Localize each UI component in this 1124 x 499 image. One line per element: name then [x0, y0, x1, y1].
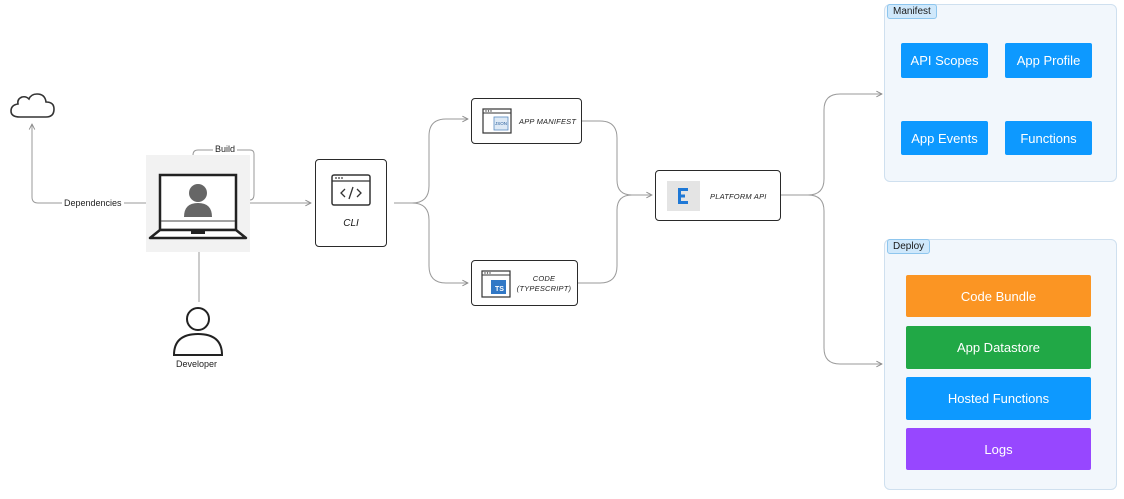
deploy-item-logs: Logs: [906, 428, 1091, 470]
platform-api-node: PLATFORM API: [655, 170, 781, 221]
platform-to-deploy-arrow: [781, 194, 882, 364]
manifest-item-api-scopes: API Scopes: [901, 43, 988, 78]
deploy-item-hosted-functions: Hosted Functions: [906, 377, 1091, 420]
platform-to-manifest-arrow: [781, 94, 882, 196]
manifest-item-functions: Functions: [1005, 121, 1092, 155]
deploy-item-code-bundle: Code Bundle: [906, 275, 1091, 317]
build-label: Build: [213, 144, 238, 154]
developer-label: Developer: [174, 359, 220, 369]
deploy-panel-title: Deploy: [887, 239, 931, 254]
cloud-icon: [10, 93, 55, 118]
deploy-panel: Deploy Code Bundle App Datastore Hosted …: [884, 239, 1117, 490]
json-file-icon: [482, 108, 512, 134]
manifest-item-app-events: App Events: [901, 121, 988, 155]
manifest-panel: Manifest API Scopes App Profile App Even…: [884, 4, 1117, 182]
typescript-file-icon: [481, 270, 511, 298]
cli-node: CLI: [315, 159, 387, 247]
cli-to-manifest-arrow: [394, 119, 468, 204]
code-to-platform-arrow: [578, 194, 652, 284]
laptop-icon: [148, 173, 248, 240]
deploy-item-app-datastore: App Datastore: [906, 326, 1091, 369]
manifest-to-platform-arrow: [582, 120, 652, 195]
dependencies-arrow: [32, 124, 158, 204]
ts-badge: TS: [495, 286, 504, 293]
platform-logo-icon: [667, 181, 700, 211]
cli-to-code-arrow: [394, 202, 468, 283]
manifest-item-app-profile: App Profile: [1005, 43, 1092, 78]
person-icon: [172, 307, 224, 356]
code-label-line2: (TYPESCRIPT): [516, 284, 572, 293]
code-label: CODE (TYPESCRIPT): [516, 274, 572, 294]
code-label-line1: CODE: [532, 274, 556, 283]
app-manifest-label: APP MANIFEST: [519, 117, 577, 126]
build-loop-arrow: [193, 149, 255, 201]
cli-label: CLI: [343, 218, 359, 229]
dependencies-label: Dependencies: [62, 198, 124, 208]
app-manifest-node: JSON APP MANIFEST: [471, 98, 582, 144]
platform-api-label: PLATFORM API: [710, 192, 767, 201]
json-badge: JSON: [495, 121, 508, 126]
manifest-panel-title: Manifest: [887, 4, 937, 19]
code-node: TS CODE (TYPESCRIPT): [471, 260, 578, 306]
code-window-icon: [331, 174, 371, 206]
